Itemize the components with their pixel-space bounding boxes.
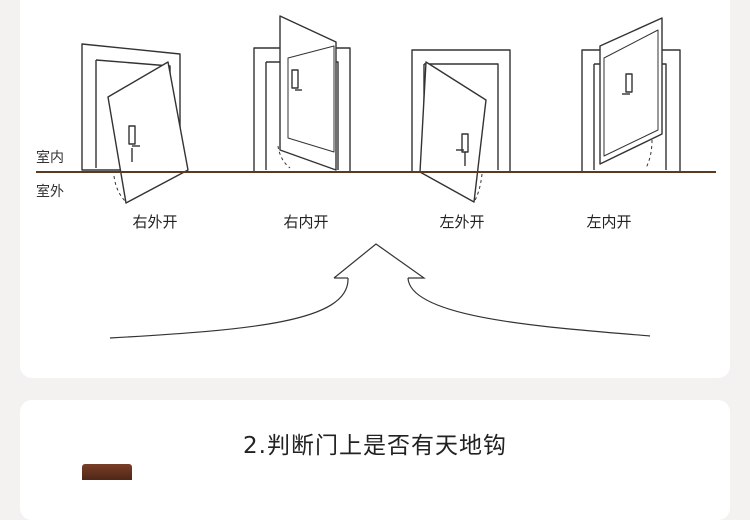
door-left-outward: [411, 49, 511, 203]
section-title: 2.判断门上是否有天地钩: [243, 433, 507, 459]
door-image: [82, 464, 132, 480]
door-label-left-inward: 左内开: [586, 213, 631, 231]
door-direction-card: 室内 室外 右外开 右内开 左外开 左内开: [20, 0, 730, 378]
up-arrow: [109, 243, 651, 339]
door-label-left-outward: 左外开: [439, 213, 484, 231]
section-card: 2.判断门上是否有天地钩: [20, 400, 730, 520]
door-right-inward: [253, 15, 351, 173]
outdoor-label: 室外: [36, 183, 64, 200]
door-label-right-inward: 右内开: [283, 213, 328, 231]
door-right-outward: [81, 43, 189, 204]
door-left-inward: [581, 17, 681, 173]
door-label-right-outward: 右外开: [132, 213, 177, 231]
door-direction-diagram: 室内 室外 右外开 右内开 左外开 左内开: [36, 15, 716, 339]
indoor-label: 室内: [36, 149, 64, 166]
